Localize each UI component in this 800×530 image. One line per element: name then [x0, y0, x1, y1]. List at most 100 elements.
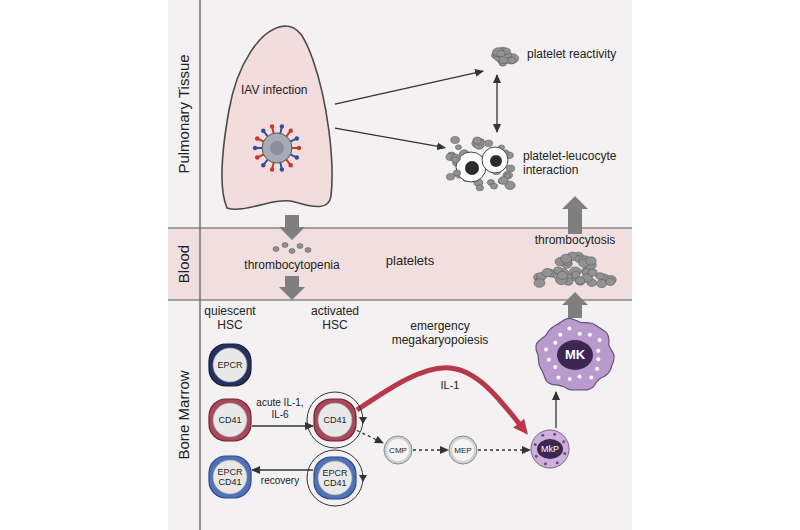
virus-spike-cap [261, 129, 265, 133]
cell-body [314, 457, 356, 499]
granule [596, 349, 600, 353]
virus-spike-cap [289, 129, 293, 133]
cell-label: MkP [541, 444, 559, 454]
cell-inner [452, 439, 474, 461]
progenitor-cell: CMP [383, 435, 413, 465]
platelet [588, 269, 597, 276]
granule [544, 348, 548, 352]
infection-label: IAV infection [241, 84, 361, 98]
platelet [305, 248, 311, 253]
granule [595, 367, 599, 371]
cell-inner [213, 460, 247, 494]
platelet [508, 57, 516, 64]
edge-label: IL-1 [432, 379, 468, 392]
granule [578, 332, 582, 336]
platelet [490, 183, 497, 189]
platelet [485, 140, 493, 146]
leucocyte [482, 147, 508, 173]
virus-spike-cap [255, 155, 259, 159]
platelet [282, 243, 288, 248]
granule [557, 375, 561, 379]
platelet [452, 157, 460, 163]
granule [553, 365, 557, 369]
cell-inner [387, 439, 409, 461]
pulmonary-ground [168, 0, 632, 228]
cycling-arrowhead [359, 475, 367, 482]
virus-core [270, 141, 284, 155]
label-anchor: acute IL-1, IL-6 [250, 397, 310, 421]
interaction-arrow [496, 75, 497, 132]
platelet-count: thrombocytosis [525, 234, 625, 292]
platelet-flow-arrow [562, 292, 588, 318]
cell-body [314, 399, 356, 441]
megakaryocyte: MK [535, 318, 615, 392]
maturation-arrow [555, 392, 556, 428]
leucocyte-nucleus [465, 161, 479, 175]
granule [562, 440, 565, 443]
progenitor-cell: MEP [448, 435, 478, 465]
marker-label: CD41 [218, 415, 241, 425]
cell-body [449, 436, 477, 464]
platelet-aggregate: platelet reactivity [483, 35, 628, 75]
platelet [499, 177, 509, 185]
granule [568, 377, 572, 381]
granule [598, 338, 602, 342]
cell-nucleus [557, 340, 593, 370]
granule [544, 462, 547, 465]
platelet [597, 279, 607, 287]
label-anchor: activated HSC [302, 305, 368, 333]
count-label: thrombocytosis [535, 234, 616, 248]
platelet [451, 137, 460, 144]
platelet [506, 165, 514, 172]
lung-outline: IAV infection [215, 20, 335, 215]
platelet-leucocyte-aggregate: platelet-leucocyte interaction [445, 132, 628, 196]
cell-body [536, 318, 614, 390]
granule [588, 333, 592, 337]
platelet-icon [529, 251, 621, 289]
virus-spike-cap [295, 136, 299, 140]
cell-body [384, 436, 412, 464]
platelet [455, 145, 461, 150]
cell-body [531, 430, 569, 468]
granule [553, 433, 556, 436]
count-label: thrombocytopenia [244, 259, 339, 273]
cycling-ring [307, 392, 363, 448]
stem-cell: EPCR [208, 343, 252, 387]
lung-drawing [215, 20, 335, 215]
band-divider [168, 227, 632, 228]
cell-inner [318, 403, 352, 437]
column-divider [199, 0, 200, 530]
megakaryopoiesis-arrow [357, 368, 520, 425]
differentiation-arrow [413, 449, 448, 450]
platelet-flow-arrow [562, 196, 588, 234]
platelet-flow-arrow [279, 215, 305, 240]
virus-body [262, 133, 292, 163]
cell-body [209, 344, 251, 386]
platelet [542, 268, 552, 276]
cell-label: CMP [389, 446, 407, 455]
cycling-arrowhead [359, 417, 367, 424]
label-anchor: quiescent HSC [197, 305, 263, 333]
granule [547, 358, 551, 362]
signal-arrow [335, 128, 445, 148]
differentiation-arrow [357, 430, 383, 442]
granule [556, 461, 559, 464]
platelet [297, 244, 303, 249]
recovery-arrow [252, 469, 313, 470]
cell-inner [318, 461, 352, 495]
granule [553, 341, 557, 345]
platelet [289, 249, 295, 254]
granule [567, 326, 571, 330]
platelet [273, 247, 279, 252]
leucocyte-nucleus [490, 155, 502, 167]
edge-label: recovery [250, 475, 310, 487]
signal-arrow [335, 71, 483, 104]
granule [535, 455, 538, 458]
platelet [534, 278, 545, 287]
stem-cell: EPCR CD41 [208, 455, 252, 499]
virus-spike-cap [280, 167, 284, 171]
platelet-flow-arrow [279, 276, 305, 300]
platelet-icon [445, 133, 517, 195]
virus-spike-cap [255, 136, 259, 140]
label-anchor: recovery [250, 475, 310, 487]
